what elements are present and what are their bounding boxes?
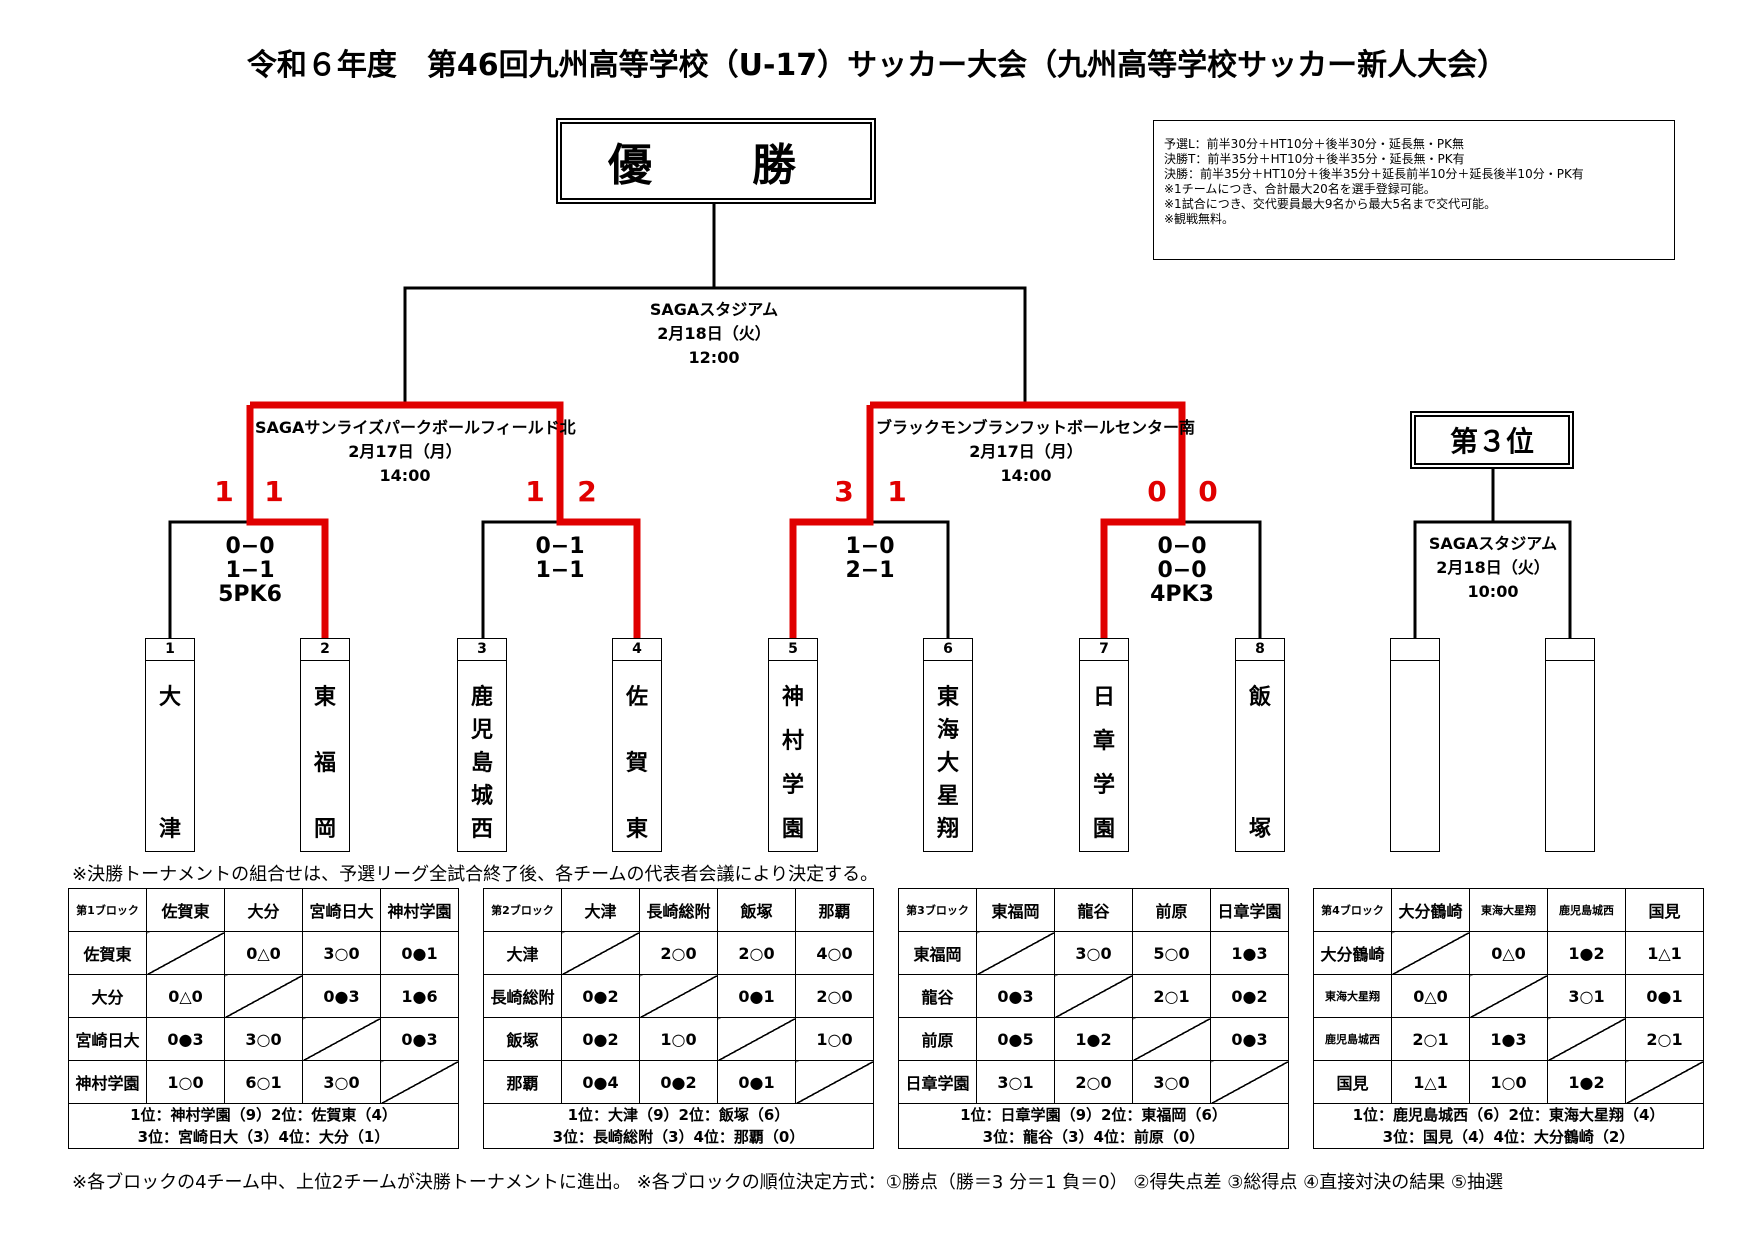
qf-score-4: 0−0 0−0 4PK3 [1150,534,1214,607]
final-time: 12:00 [688,348,740,367]
semi-score: 0 [1147,475,1167,508]
third-time: 10:00 [1467,582,1519,601]
block-table-2: 第2ブロック 大津 長崎総附 飯塚 那覇 大津 2○0 2○0 4○0 長崎総附… [483,888,874,1149]
semi-left-time: 14:00 [379,466,431,485]
qf-score-3: 1−0 2−1 [845,534,895,583]
semi-left-date: 2月17日（月） [348,442,462,461]
block-table-3: 第3ブロック 東福岡 龍谷 前原 日章学園 東福岡 3○0 5○0 1●3 龍谷… [898,888,1289,1149]
block-ranking: 1位：鹿児島城西（6）2位：東海大星翔（4） 3位：国見（4）4位：大分鶴崎（2… [1313,1103,1704,1149]
semi-score: 1 [887,475,907,508]
qf-score-1: 0−0 1−1 5PK6 [218,534,282,607]
qf-score-2: 0−1 1−1 [535,534,585,583]
rules-box: 予選L：前半30分＋HT10分＋後半30分・延長無・PK無 決勝T：前半35分＋… [1153,120,1675,260]
rule-line: ※観戦無料。 [1164,212,1235,226]
semi-score: 3 [834,475,854,508]
page-title: 令和６年度 第46回九州高等学校（U-17）サッカー大会（九州高等学校サッカー新… [246,48,1508,83]
block-label: 第4ブロック [1313,888,1392,932]
semi-right-time: 14:00 [1000,466,1052,485]
block-table-1: 第1ブロック 佐賀東 大分 宮崎日大 神村学園 佐賀東 0△0 3○0 0●1 … [68,888,459,1149]
final-date: 2月18日（火） [657,324,771,343]
team-box-third-a [1390,638,1440,852]
block-label: 第2ブロック [483,888,562,932]
final-venue: SAGAスタジアム [649,300,779,319]
team-box-5: 5 神 村 学 園 [768,638,818,852]
semi-right-venue-info: ブラックモンブランフットボールセンター南 2月17日（月） 14:00 [876,416,1196,488]
semi-right-venue: ブラックモンブランフットボールセンター南 [876,418,1196,437]
semi-right-date: 2月17日（月） [969,442,1083,461]
rule-line: ※1試合につき、交代要員最大9名から最大5名まで交代可能。 [1164,197,1497,211]
rule-line: ※1チームにつき、合計最大20名を選手登録可能。 [1164,182,1436,196]
semi-score: 0 [1198,475,1218,508]
ranking-rules-note: ※各ブロックの4チーム中、上位2チームが決勝トーナメントに進出。 ※各ブロックの… [72,1172,1504,1193]
tournament-note: ※決勝トーナメントの組合せは、予選リーグ全試合終了後、各チームの代表者会議により… [72,864,879,885]
team-box-7: 7 日 章 学 園 [1079,638,1129,852]
team-box-third-b [1545,638,1595,852]
block-table-4: 第4ブロック 大分鶴崎 東海大星翔 鹿児島城西 国見 大分鶴崎 0△0 1●2 … [1313,888,1704,1149]
final-venue-info: SAGAスタジアム 2月18日（火） 12:00 [564,298,864,370]
third-place-label: 第３位 [1414,415,1570,465]
rule-line: 決勝：前半35分＋HT10分＋後半35分＋延長前半10分＋延長後半10分・PK有 [1164,167,1584,181]
third-venue: SAGAスタジアム [1428,534,1558,553]
team-box-6: 6 東 海 大 星 翔 [923,638,973,852]
team-box-1: 1 大 津 [145,638,195,852]
rule-line: 予選L：前半30分＋HT10分＋後半30分・延長無・PK無 [1164,137,1464,151]
block-ranking: 1位：大津（9）2位：飯塚（6） 3位：長崎総附（3）4位：那覇（0） [483,1103,874,1149]
block-ranking: 1位：神村学園（9）2位：佐賀東（4） 3位：宮崎日大（3）4位：大分（1） [68,1103,459,1149]
semi-score: 1 [264,475,284,508]
block-ranking: 1位：日章学園（9）2位：東福岡（6） 3位：龍谷（3）4位：前原（0） [898,1103,1289,1149]
third-date: 2月18日（火） [1436,558,1550,577]
team-box-8: 8 飯 塚 [1235,638,1285,852]
semi-score: 2 [577,475,597,508]
rule-line: 決勝T：前半35分＋HT10分＋後半35分・延長無・PK有 [1164,152,1465,166]
semi-score: 1 [214,475,234,508]
third-venue-info: SAGAスタジアム 2月18日（火） 10:00 [1418,532,1568,604]
champion-label: 優 勝 [560,122,872,200]
team-box-2: 2 東 福 岡 [300,638,350,852]
team-box-4: 4 佐 賀 東 [612,638,662,852]
semi-score: 1 [525,475,545,508]
block-label: 第1ブロック [68,888,147,932]
semi-left-venue: SAGAサンライズパークボールフィールド北 [255,418,576,437]
block-label: 第3ブロック [898,888,977,932]
semi-left-venue-info: SAGAサンライズパークボールフィールド北 2月17日（月） 14:00 [255,416,576,488]
team-box-3: 3 鹿 児 島 城 西 [457,638,507,852]
